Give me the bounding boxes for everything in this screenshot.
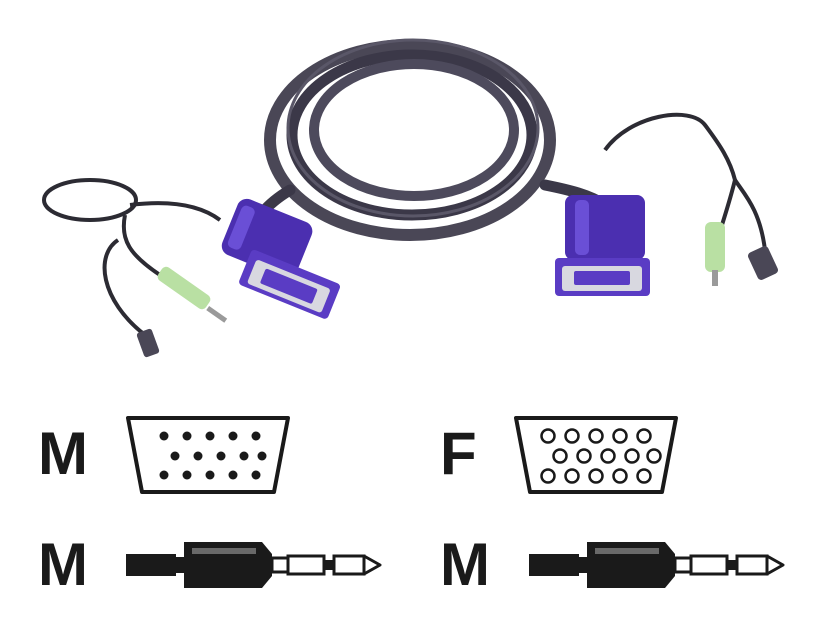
left-vga-connector <box>221 198 340 319</box>
vga-female-gender-label: F <box>440 420 477 487</box>
right-audio-plug <box>705 222 778 286</box>
left-audio-cable <box>42 178 222 337</box>
audio-jack-plug-icon <box>529 542 785 588</box>
left-audio-plug <box>136 266 228 358</box>
right-audio-cable <box>603 112 767 251</box>
audio-male-gender-label-left: M <box>38 531 88 598</box>
right-vga-connector <box>555 195 650 296</box>
vga-male-gender-label: M <box>38 420 88 487</box>
audio-male-gender-label-right: M <box>440 531 490 598</box>
kvm-cable-bundle-icon <box>42 38 778 358</box>
audio-jack-plug-icon <box>126 542 382 588</box>
vga-male-connector-icon <box>126 416 290 494</box>
coiled-cable <box>244 38 611 241</box>
vga-female-connector-icon <box>514 416 678 494</box>
